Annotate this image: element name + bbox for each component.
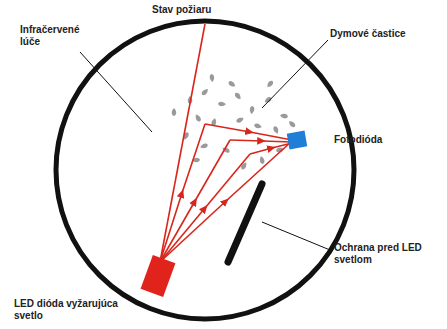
smoke-particle [240, 161, 248, 170]
led-emitter [141, 255, 176, 297]
led-label: LED dióda vyžarujúca svetlo [14, 298, 136, 322]
leader-lines [80, 40, 330, 250]
smoke-label: Dymové častice [330, 28, 440, 40]
smoke-particle [288, 120, 297, 129]
ir-rays-label: Infračervené lúče [20, 24, 92, 48]
smoke-particle [272, 125, 279, 134]
smoke-particle [172, 108, 177, 116]
chamber-outline [56, 21, 354, 319]
photodiode-label: Fotodióda [334, 134, 424, 146]
smoke-particle [201, 88, 210, 97]
smoke-particle [263, 96, 272, 104]
smoke-particle [194, 113, 202, 122]
smoke-particle [253, 123, 262, 130]
smoke-particle [280, 113, 289, 119]
smoke-particle [209, 74, 214, 82]
smoke-particle [199, 143, 208, 150]
smoke-particles [172, 74, 297, 171]
photodiode [287, 131, 308, 150]
smoke-particle [249, 106, 255, 115]
light-shield [228, 184, 262, 262]
smoke-particle [218, 101, 226, 106]
smoke-particle [235, 116, 244, 124]
smoke-particle [227, 80, 236, 88]
shield-label: Ochrana pred LED svetlom [334, 242, 440, 266]
smoke-particle [259, 156, 265, 165]
smoke-particle [266, 79, 275, 88]
smoke-particle [234, 91, 243, 100]
fire-state-label: Stav požiaru [152, 4, 242, 16]
